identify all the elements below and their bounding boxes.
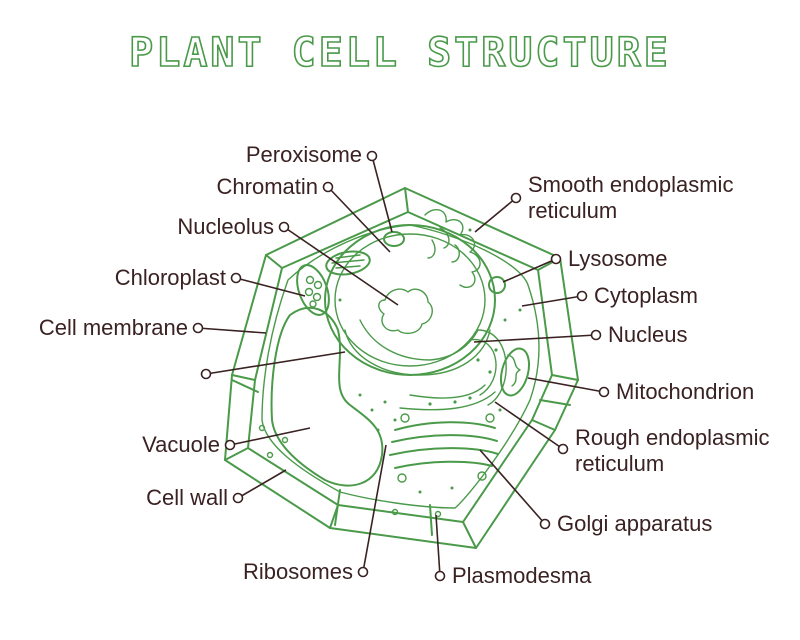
chloroplast-2 (325, 250, 371, 276)
label-golgi: Golgi apparatus (557, 511, 712, 536)
label-nucleus: Nucleus (608, 322, 687, 347)
label-nucleolus: Nucleolus (177, 214, 274, 239)
label-lysosome: Lysosome (568, 246, 667, 271)
label-smooth-er-line1: Smooth endoplasmic (528, 172, 733, 197)
label-rough-er-line2: reticulum (575, 451, 664, 476)
labels: Peroxisome Chromatin Nucleolus Chloropla… (39, 142, 770, 588)
golgi-apparatus (389, 413, 499, 483)
label-chloroplast: Chloroplast (115, 265, 226, 290)
cell-illustration (224, 187, 579, 549)
cell-wall-inner (247, 211, 553, 523)
cell-wall-outer (224, 187, 579, 549)
nucleolus (378, 288, 433, 335)
plasmodesma-marks (258, 424, 442, 518)
label-plasmodesma: Plasmodesma (452, 563, 592, 588)
cell-wall-segments (224, 187, 579, 549)
leader-lines (192, 150, 610, 582)
label-cytoplasm: Cytoplasm (594, 283, 698, 308)
label-mitochondrion: Mitochondrion (616, 379, 754, 404)
label-rough-er-line1: Rough endoplasmic (575, 425, 769, 450)
label-cell-membrane: Cell membrane (39, 315, 188, 340)
diagram-title: PLANT CELL STRUCTURE (128, 29, 671, 77)
label-peroxisome: Peroxisome (246, 142, 362, 167)
lysosome (488, 276, 506, 294)
label-ribosomes: Ribosomes (243, 559, 353, 584)
peroxisome (383, 231, 405, 247)
smooth-er (424, 208, 481, 289)
label-cell-wall: Cell wall (146, 485, 228, 510)
rough-er (399, 329, 507, 411)
label-smooth-er-line2: reticulum (528, 198, 617, 223)
mitochondrion (499, 347, 531, 397)
label-chromatin: Chromatin (217, 174, 318, 199)
nucleus (324, 224, 496, 376)
label-vacuole: Vacuole (142, 432, 220, 457)
vacuole (270, 306, 384, 487)
ribosome-dots (338, 228, 522, 494)
